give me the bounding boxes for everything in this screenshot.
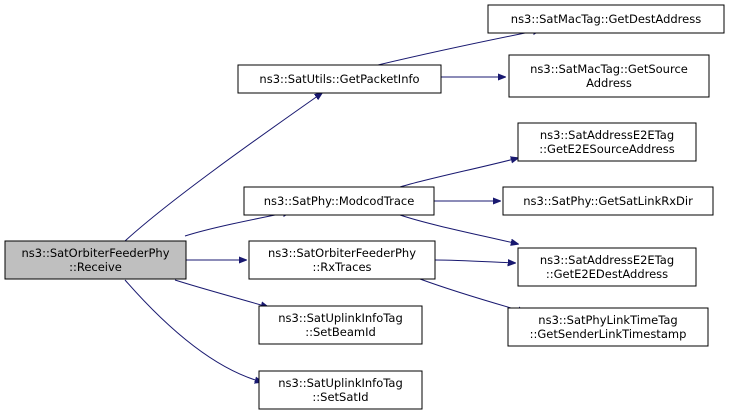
node-box [517,247,697,287]
node-box [487,4,725,34]
node-label: ns3::SatMacTag::GetSource [530,62,688,76]
node-box [508,54,710,98]
node-label: Address [586,76,632,90]
node-getE2ESource[interactable]: ns3::SatAddressE2ETag::GetE2ESourceAddre… [517,122,697,162]
edge-rxTraces-to-getSenderLinkTimestamp [419,278,525,312]
node-label: ::SetBeamId [305,325,376,339]
node-box [4,240,187,280]
node-label: ns3::SatOrbiterFeederPhy [268,246,416,260]
edge-rxTraces-to-getE2EDest [434,260,515,263]
node-label: ::GetE2ESourceAddress [539,142,674,156]
edge-modcodTrace-to-getE2EDest [399,214,518,244]
node-label: ns3::SatUplinkInfoTag [278,376,403,390]
node-box [243,186,435,216]
node-label: ns3::SatOrbiterFeederPhy [21,246,169,260]
edge-root-to-modcodTrace [184,212,290,237]
edge-getPacketInfo-to-getDestAddress [377,30,540,66]
node-setBeamId[interactable]: ns3::SatUplinkInfoTag::SetBeamId [258,305,423,345]
nodes-layer: ns3::SatOrbiterFeederPhy::Receivens3::Sa… [4,4,725,410]
edge-root-to-setSatId [124,279,262,382]
node-getSatLinkRxDir[interactable]: ns3::SatPhy::GetSatLinkRxDir [502,186,714,216]
node-box [237,64,442,94]
node-label: ns3::SatUplinkInfoTag [278,311,403,325]
node-getPacketInfo[interactable]: ns3::SatUtils::GetPacketInfo [237,64,442,94]
node-box [258,370,423,410]
node-label: ns3::SatUtils::GetPacketInfo [259,72,419,86]
node-label: ns3::SatPhy::ModcodTrace [264,194,415,208]
node-box [248,240,436,280]
node-setSatId[interactable]: ns3::SatUplinkInfoTag::SetSatId [258,370,423,410]
node-label: ns3::SatMacTag::GetDestAddress [511,12,701,26]
node-box [258,305,423,345]
node-box [502,186,714,216]
node-label: ::GetSenderLinkTimestamp [530,327,687,341]
edges-layer [124,30,540,382]
node-box [517,122,697,162]
node-label: ::RxTraces [312,260,371,274]
node-box [507,307,709,347]
edge-root-to-setBeamId [174,279,268,307]
edge-modcodTrace-to-getE2ESource [399,158,518,188]
node-label: ::Receive [69,260,122,274]
node-root[interactable]: ns3::SatOrbiterFeederPhy::Receive [4,240,187,280]
node-getSenderLinkTimestamp[interactable]: ns3::SatPhyLinkTimeTag::GetSenderLinkTim… [507,307,709,347]
node-modcodTrace[interactable]: ns3::SatPhy::ModcodTrace [243,186,435,216]
node-label: ns3::SatPhy::GetSatLinkRxDir [523,194,693,208]
node-label: ns3::SatAddressE2ETag [540,128,674,142]
node-label: ns3::SatPhyLinkTimeTag [538,313,677,327]
edge-root-to-getPacketInfo [124,93,322,242]
node-label: ::GetE2EDestAddress [546,267,668,281]
node-getDestAddress[interactable]: ns3::SatMacTag::GetDestAddress [487,4,725,34]
node-getE2EDest[interactable]: ns3::SatAddressE2ETag::GetE2EDestAddress [517,247,697,287]
node-rxTraces[interactable]: ns3::SatOrbiterFeederPhy::RxTraces [248,240,436,280]
node-label: ns3::SatAddressE2ETag [540,253,674,267]
node-label: ::SetSatId [312,390,368,404]
